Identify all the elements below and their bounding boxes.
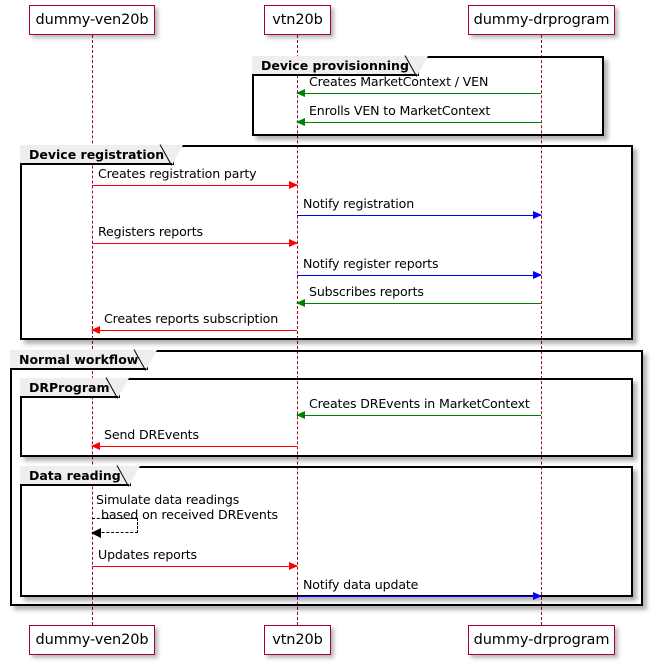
participant-bottom-vtn[interactable]: vtn20b: [264, 625, 331, 655]
participant-top-drp[interactable]: dummy-drprogram: [468, 5, 615, 35]
message-line: [92, 566, 297, 567]
participant-label: dummy-drprogram: [473, 12, 610, 28]
message-arrowhead: [296, 88, 305, 97]
message-label: Updates reports: [98, 547, 197, 562]
message-arrowhead: [91, 441, 100, 450]
lifeline-vtn: [296, 35, 298, 625]
message-line: [92, 446, 297, 447]
frame-label-text: Normal workflow: [19, 351, 139, 367]
frame-label-notch: [172, 145, 184, 165]
self-message-arrowhead: [91, 528, 101, 538]
frame-label-datareading: Data reading: [20, 465, 140, 487]
message-label: Send DREvents: [104, 427, 199, 442]
frame-normal: [10, 350, 643, 606]
message-label: Creates DREvents in MarketContext: [309, 396, 530, 411]
frame-label-normal: Normal workflow: [10, 349, 158, 371]
message-line: [297, 415, 541, 416]
frame-label-notch: [117, 378, 129, 398]
participant-bottom-drp[interactable]: dummy-drprogram: [468, 625, 615, 655]
self-message-bracket: [92, 518, 138, 533]
frame-provisioning: [252, 56, 604, 136]
message-line: [297, 596, 541, 597]
message-label: Creates registration party: [98, 166, 257, 181]
participant-bottom-ven[interactable]: dummy-ven20b: [29, 625, 155, 655]
message-arrowhead: [533, 270, 542, 279]
participant-top-vtn[interactable]: vtn20b: [264, 5, 331, 35]
message-label: Creates reports subscription: [104, 311, 279, 326]
participant-label: dummy-drprogram: [473, 632, 610, 648]
frame-label-notch: [416, 56, 428, 76]
frame-registration: [20, 145, 633, 340]
frame-label-registration: Device registration: [20, 144, 184, 166]
frame-label-text: Device registration: [29, 146, 165, 162]
message-line: [92, 330, 297, 331]
lifeline-drp: [540, 35, 542, 625]
frame-label-notch: [128, 466, 140, 486]
frame-label-provisioning: Device provisionning: [252, 55, 428, 77]
message-line: [297, 275, 541, 276]
frame-drprogram: [20, 378, 633, 457]
message-arrowhead: [296, 117, 305, 126]
message-arrowhead: [289, 180, 298, 189]
participant-label: dummy-ven20b: [35, 632, 149, 648]
message-arrowhead: [289, 561, 298, 570]
message-line: [92, 185, 297, 186]
participant-label: dummy-ven20b: [35, 12, 149, 28]
frame-label-text: Data reading: [29, 467, 121, 483]
participant-label: vtn20b: [272, 12, 323, 28]
message-label: Subscribes reports: [309, 284, 424, 299]
message-arrowhead: [91, 325, 100, 334]
message-label: Notify registration: [303, 196, 415, 211]
frame-label-text: DRProgram: [29, 379, 110, 395]
message-arrowhead: [533, 210, 542, 219]
message-arrowhead: [289, 238, 298, 247]
message-arrowhead: [296, 410, 305, 419]
frame-label-drprogram: DRProgram: [20, 377, 129, 399]
frame-label-text: Device provisionning: [261, 57, 409, 73]
message-line: [297, 303, 541, 304]
participant-top-ven[interactable]: dummy-ven20b: [29, 5, 155, 35]
message-arrowhead: [533, 591, 542, 600]
self-message-label-line1: Simulate data readings: [96, 492, 240, 507]
self-message-label-line2: based on received DREvents: [101, 507, 278, 522]
message-line: [92, 243, 297, 244]
message-label: Creates MarketContext / VEN: [309, 74, 489, 89]
message-line: [297, 215, 541, 216]
message-line: [297, 122, 541, 123]
message-label: Registers reports: [98, 224, 203, 239]
message-label: Enrolls VEN to MarketContext: [309, 103, 491, 118]
participant-label: vtn20b: [272, 632, 323, 648]
message-label: Notify data update: [303, 577, 419, 592]
message-line: [297, 93, 541, 94]
message-arrowhead: [296, 298, 305, 307]
frame-label-notch: [146, 350, 158, 370]
message-label: Notify register reports: [303, 256, 439, 271]
